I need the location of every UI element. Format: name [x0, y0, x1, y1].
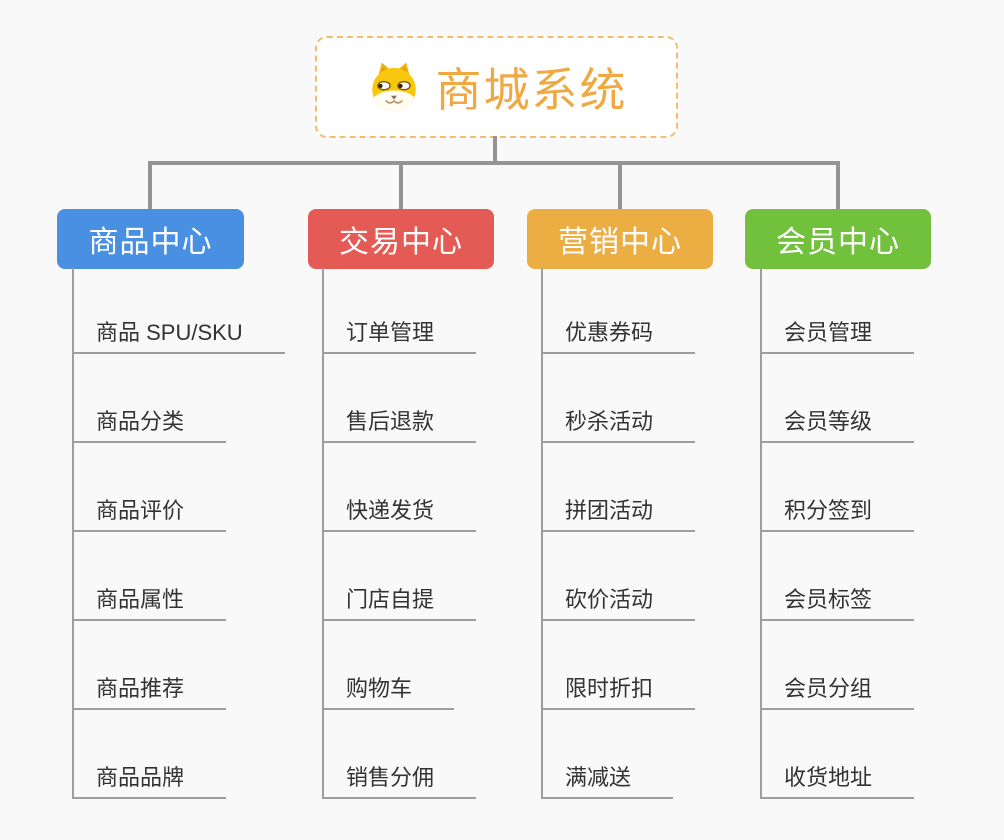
branch-trunk-line [541, 268, 543, 799]
leaf-node[interactable]: 门店自提 [322, 585, 477, 621]
branch-children-product-center: 商品 SPU/SKU 商品分类 商品评价 商品属性 商品推荐 商品品牌 [72, 268, 285, 799]
leaf-node[interactable]: 收货地址 [760, 763, 915, 799]
branch-trunk-line [760, 268, 762, 799]
leaf-node[interactable]: 会员管理 [760, 318, 915, 354]
leaf-node[interactable]: 会员分组 [760, 674, 915, 710]
leaf-node[interactable]: 满减送 [541, 763, 674, 799]
branch-trunk-line [322, 268, 324, 799]
connector-bus [148, 161, 840, 165]
mascot-dog-icon [366, 60, 422, 114]
leaf-node[interactable]: 会员等级 [760, 407, 915, 443]
leaf-node[interactable]: 销售分佣 [322, 763, 477, 799]
connector-drop-products [148, 165, 152, 210]
leaf-node[interactable]: 商品分类 [72, 407, 227, 443]
leaf-node[interactable]: 商品 SPU/SKU [72, 318, 285, 354]
branch-header-trade-center[interactable]: 交易中心 [308, 209, 494, 269]
leaf-node[interactable]: 快递发货 [322, 496, 477, 532]
leaf-node[interactable]: 商品推荐 [72, 674, 227, 710]
branch-header-marketing-center[interactable]: 营销中心 [527, 209, 713, 269]
branch-trunk-line [72, 268, 74, 799]
leaf-node[interactable]: 限时折扣 [541, 674, 696, 710]
connector-drop-marketing [618, 165, 622, 210]
leaf-node[interactable]: 拼团活动 [541, 496, 696, 532]
leaf-node[interactable]: 售后退款 [322, 407, 477, 443]
branch-header-product-center[interactable]: 商品中心 [57, 209, 244, 269]
leaf-node[interactable]: 商品评价 [72, 496, 227, 532]
branch-children-member-center: 会员管理 会员等级 积分签到 会员标签 会员分组 收货地址 [760, 268, 915, 799]
leaf-node[interactable]: 积分签到 [760, 496, 915, 532]
leaf-node[interactable]: 购物车 [322, 674, 455, 710]
branch-children-marketing-center: 优惠券码 秒杀活动 拼团活动 砍价活动 限时折扣 满减送 [541, 268, 696, 799]
leaf-node[interactable]: 砍价活动 [541, 585, 696, 621]
branch-children-trade-center: 订单管理 售后退款 快递发货 门店自提 购物车 销售分佣 [322, 268, 477, 799]
connector-root-stem [493, 136, 497, 161]
connector-drop-trade [399, 165, 403, 210]
leaf-node[interactable]: 会员标签 [760, 585, 915, 621]
branch-header-member-center[interactable]: 会员中心 [745, 209, 931, 269]
leaf-node[interactable]: 商品品牌 [72, 763, 227, 799]
leaf-node[interactable]: 商品属性 [72, 585, 227, 621]
leaf-node[interactable]: 优惠券码 [541, 318, 696, 354]
root-node[interactable]: 商城系统 [315, 36, 678, 138]
leaf-node[interactable]: 订单管理 [322, 318, 477, 354]
root-title: 商城系统 [435, 64, 628, 116]
connector-drop-members [836, 165, 840, 210]
leaf-node[interactable]: 秒杀活动 [541, 407, 696, 443]
